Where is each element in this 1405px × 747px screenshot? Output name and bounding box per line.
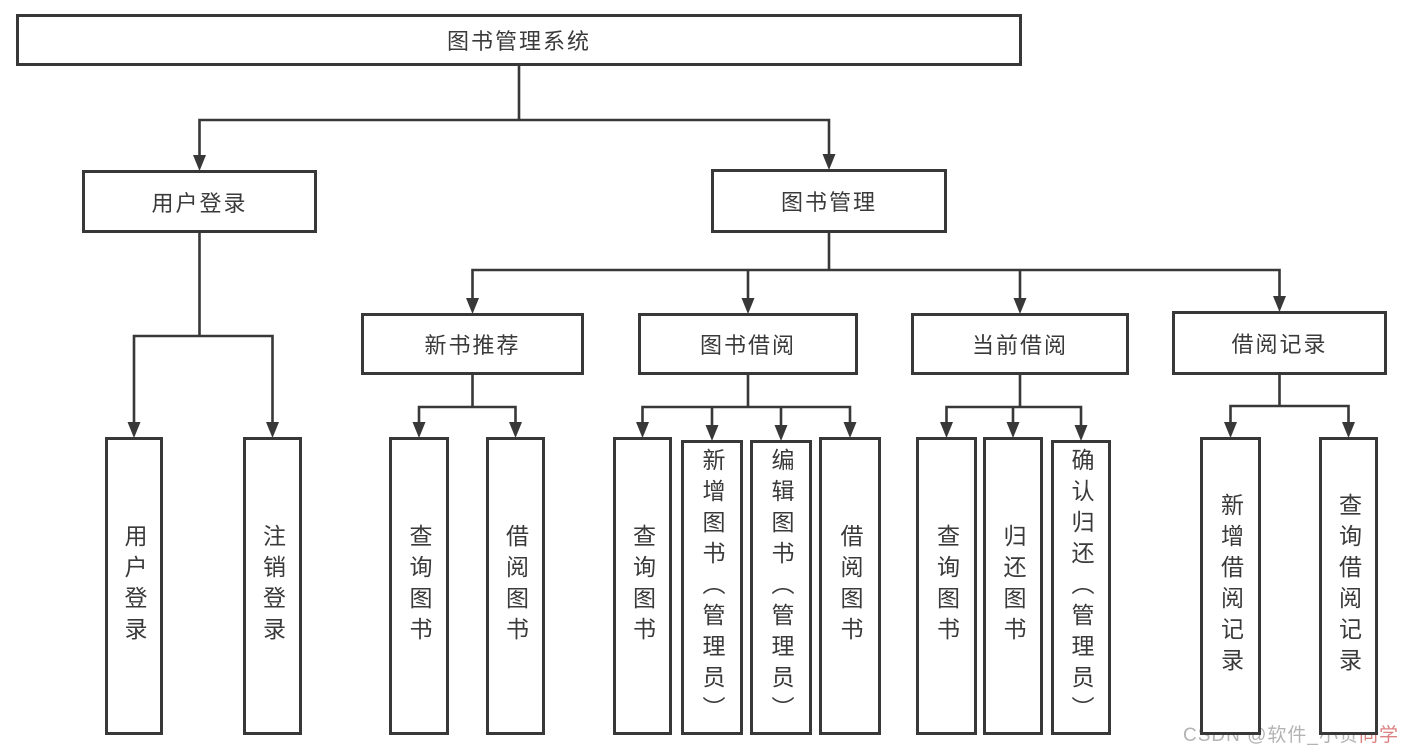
arrowhead-icon <box>741 298 755 314</box>
arrowhead-icon <box>843 422 857 438</box>
node-label-cur-return: 归还图书 <box>1000 524 1026 648</box>
node-hist: 借阅记录 <box>1172 311 1387 375</box>
arrowhead-icon <box>127 422 141 438</box>
arrowhead-icon <box>1074 425 1088 441</box>
arrowhead-icon <box>412 422 426 438</box>
node-hist-add: 新增借阅记录 <box>1200 437 1261 735</box>
node-rec-borrow: 借阅图书 <box>486 437 545 735</box>
arrowhead-icon <box>193 155 206 171</box>
node-label-bor-edit: 编辑图书（管理员） <box>768 448 794 727</box>
arrowhead-icon <box>940 422 953 438</box>
arrowhead-icon <box>1224 422 1237 438</box>
node-bor-query: 查询图书 <box>613 437 672 735</box>
node-login: 用户登录 <box>82 170 317 233</box>
node-cur-confirm: 确认归还（管理员） <box>1051 440 1111 735</box>
arrowhead-icon <box>1013 298 1027 314</box>
node-login-user: 用户登录 <box>105 437 163 735</box>
node-label-rec-query: 查询图书 <box>406 524 432 648</box>
node-cur-query: 查询图书 <box>916 437 977 735</box>
arrowhead-icon <box>705 425 719 441</box>
node-cur: 当前借阅 <box>911 313 1129 375</box>
node-root: 图书管理系统 <box>16 14 1022 66</box>
node-label-rec: 新书推荐 <box>424 333 521 358</box>
node-label-root: 图书管理系统 <box>446 29 591 54</box>
arrowhead-icon <box>1342 422 1355 438</box>
node-bor: 图书借阅 <box>638 313 858 375</box>
node-label-login-user: 用户登录 <box>121 524 147 648</box>
arrowhead-icon <box>466 298 479 314</box>
node-label-hist: 借阅记录 <box>1231 332 1328 357</box>
node-label-hist-add: 新增借阅记录 <box>1217 493 1244 679</box>
node-label-bor-add: 新增图书（管理员） <box>699 448 725 727</box>
node-label-cur-confirm: 确认归还（管理员） <box>1068 448 1094 727</box>
node-bor-edit: 编辑图书（管理员） <box>750 440 812 735</box>
arrowhead-icon <box>774 425 788 441</box>
node-login-logout: 注销登录 <box>243 437 302 735</box>
arrowhead-icon <box>636 422 649 438</box>
node-hist-query: 查询借阅记录 <box>1319 437 1378 735</box>
node-label-mgmt: 图书管理 <box>780 190 877 215</box>
node-cur-return: 归还图书 <box>983 437 1043 735</box>
arrowhead-icon <box>509 422 522 438</box>
node-label-bor-query: 查询图书 <box>629 524 656 648</box>
node-label-cur: 当前借阅 <box>971 333 1068 358</box>
node-bor-borrow: 借阅图书 <box>819 437 881 735</box>
node-bor-add: 新增图书（管理员） <box>681 440 743 735</box>
node-label-rec-borrow: 借阅图书 <box>502 524 529 648</box>
arrowhead-icon <box>822 154 836 170</box>
node-label-bor-borrow: 借阅图书 <box>837 524 863 648</box>
arrowhead-icon <box>1273 296 1286 312</box>
node-label-login: 用户登录 <box>151 190 248 216</box>
node-rec-query: 查询图书 <box>389 437 449 735</box>
arrowhead-icon <box>1006 422 1020 438</box>
node-label-login-logout: 注销登录 <box>259 524 286 648</box>
connector-path <box>132 64 1350 427</box>
node-label-hist-query: 查询借阅记录 <box>1335 493 1362 679</box>
node-label-bor: 图书借阅 <box>699 333 796 358</box>
node-label-cur-query: 查询图书 <box>933 524 960 648</box>
arrowhead-icon <box>266 422 279 438</box>
node-mgmt: 图书管理 <box>711 169 947 233</box>
node-rec: 新书推荐 <box>361 313 584 375</box>
